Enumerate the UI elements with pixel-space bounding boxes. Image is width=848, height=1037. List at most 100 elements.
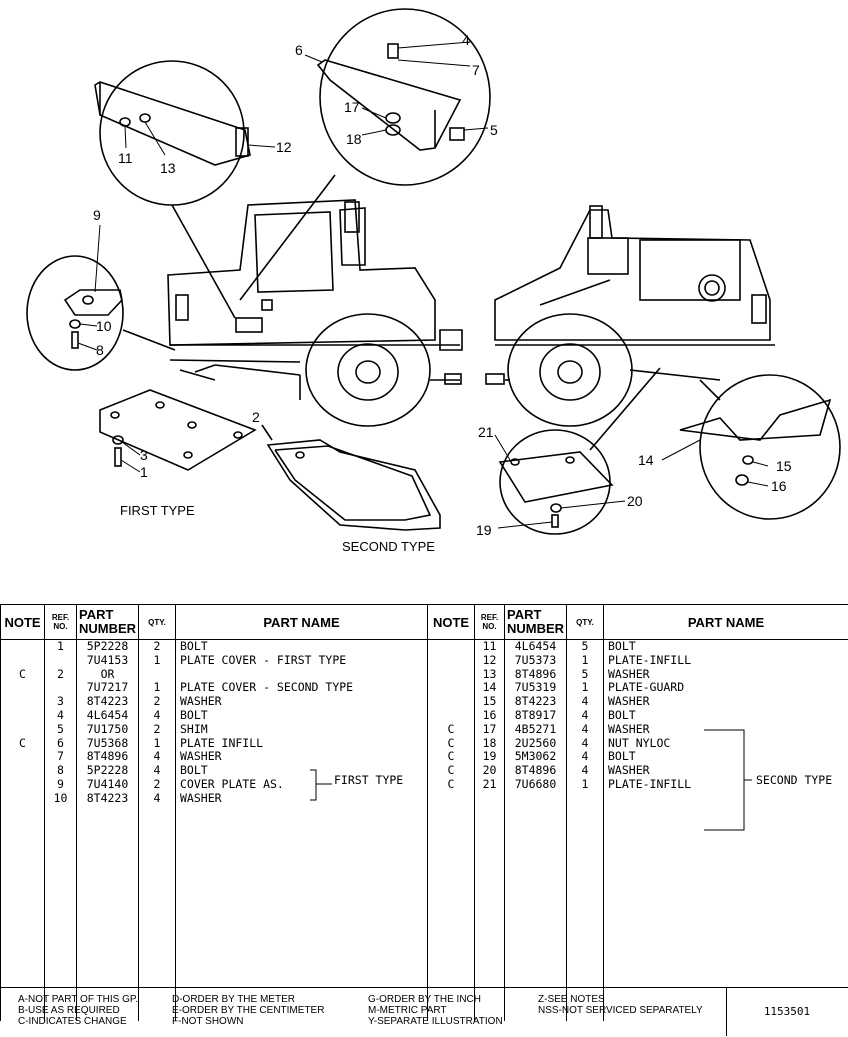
plate-first-type xyxy=(99,389,257,471)
table-cell xyxy=(428,640,474,654)
table-cell: C xyxy=(447,776,455,791)
table-cell: 5 xyxy=(581,666,589,681)
table-cell: 1 xyxy=(153,680,161,695)
second-type-bracket xyxy=(704,729,752,831)
table-cell: C xyxy=(447,763,455,778)
table-cell: NUT NYLOC xyxy=(608,735,671,750)
table-cell: C xyxy=(19,735,26,750)
table-cell xyxy=(45,654,76,668)
table-cell: 8T4223 xyxy=(514,694,557,709)
table-cell: COVER PLATE AS. xyxy=(180,776,284,791)
table-cell: 4 xyxy=(581,694,589,709)
table-cell: 4 xyxy=(581,749,589,764)
detail-circle-top-left xyxy=(99,60,245,206)
callout-2: 2 xyxy=(252,409,260,425)
callout-8: 8 xyxy=(96,342,104,358)
table-cell xyxy=(428,654,474,668)
callout-20: 20 xyxy=(627,493,643,509)
table-cell: PLATE COVER - FIRST TYPE xyxy=(180,652,347,667)
table-cell xyxy=(1,695,44,709)
table-cell: 5P2228 xyxy=(86,639,129,653)
legend-g: G-ORDER BY THE INCH xyxy=(368,994,481,1005)
header-ref-left: REF. NO. xyxy=(44,604,77,640)
table-cell: 4 xyxy=(581,763,589,778)
table-cell: 1 xyxy=(153,735,161,750)
second-type-label: SECOND TYPE xyxy=(342,539,435,554)
header-part-name-right: PART NAME xyxy=(603,604,848,640)
table-cell xyxy=(1,750,44,764)
table-cell: 21 xyxy=(482,776,497,791)
table-cell: 10 xyxy=(53,790,68,805)
table-cell: 8T4896 xyxy=(86,749,129,764)
table-cell xyxy=(1,654,44,668)
table-cell xyxy=(45,681,76,695)
header-part-number-left: PART NUMBER xyxy=(76,604,139,640)
table-cell xyxy=(1,640,44,654)
table-cell: 5M3062 xyxy=(514,749,557,764)
callout-5: 5 xyxy=(490,122,498,138)
callout-16: 16 xyxy=(771,478,787,494)
table-cell: 7U5373 xyxy=(514,652,557,667)
table-cell: WASHER xyxy=(180,694,222,709)
table-cell: 7U7217 xyxy=(86,680,129,695)
table-cell: 1 xyxy=(581,652,589,667)
legend-d: D-ORDER BY THE METER xyxy=(172,994,295,1005)
table-cell: 8T4896 xyxy=(514,666,557,681)
header-note-left: NOTE xyxy=(0,604,45,640)
callout-14: 14 xyxy=(638,452,654,468)
table-cell: WASHER xyxy=(608,721,650,736)
table-cell: 8T4896 xyxy=(514,763,557,778)
table-cell: 16 xyxy=(482,707,497,722)
table-cell: 5 xyxy=(57,721,64,736)
table-cell: C xyxy=(447,735,455,750)
table-cell: 4 xyxy=(581,707,589,722)
table-cell: 6 xyxy=(57,735,64,750)
table-cell: 8 xyxy=(57,763,64,778)
table-cell: 5 xyxy=(581,639,589,653)
table-cell: 4L6454 xyxy=(86,707,129,722)
legend-f: F-NOT SHOWN xyxy=(172,1016,244,1027)
table-cell: 4 xyxy=(153,790,161,805)
first-type-bracket xyxy=(310,769,332,801)
legend-e: E-ORDER BY THE CENTIMETER xyxy=(172,1005,325,1016)
table-cell: 2 xyxy=(153,639,161,653)
table-cell: PLATE-INFILL xyxy=(608,776,692,791)
table-cell: 20 xyxy=(482,763,497,778)
table-cell xyxy=(1,764,44,778)
vehicle-rear-view xyxy=(485,205,775,427)
plate-second-type xyxy=(266,439,441,531)
table-cell: WASHER xyxy=(180,749,222,764)
table-cell: 7 xyxy=(57,749,64,764)
table-cell: BOLT xyxy=(608,749,636,764)
table-cell: C xyxy=(19,666,26,681)
table-cell: 19 xyxy=(482,749,497,764)
table-cell: 18 xyxy=(482,735,497,750)
table-cell: WASHER xyxy=(608,763,650,778)
table-cell: 7U5319 xyxy=(514,680,557,695)
header-part-name-left: PART NAME xyxy=(175,604,428,640)
vehicle-front-view xyxy=(167,199,463,427)
header-part-number-right: PART NUMBER xyxy=(504,604,567,640)
detail-circle-top-right xyxy=(319,8,491,186)
header-ref-right: REF. NO. xyxy=(474,604,505,640)
table-cell: 13 xyxy=(482,666,497,681)
table-cell: 4 xyxy=(153,707,161,722)
header-qty-left: QTY. xyxy=(138,604,176,640)
first-type-label: FIRST TYPE xyxy=(120,503,195,518)
table-cell: 12 xyxy=(482,652,497,667)
callout-1: 1 xyxy=(140,464,148,480)
legend-y: Y-SEPARATE ILLUSTRATION xyxy=(368,1016,503,1027)
callout-11: 11 xyxy=(118,150,133,166)
detail-circle-right xyxy=(699,374,841,520)
table-cell: 7U1750 xyxy=(86,721,129,736)
table-cell: OR xyxy=(100,666,115,681)
